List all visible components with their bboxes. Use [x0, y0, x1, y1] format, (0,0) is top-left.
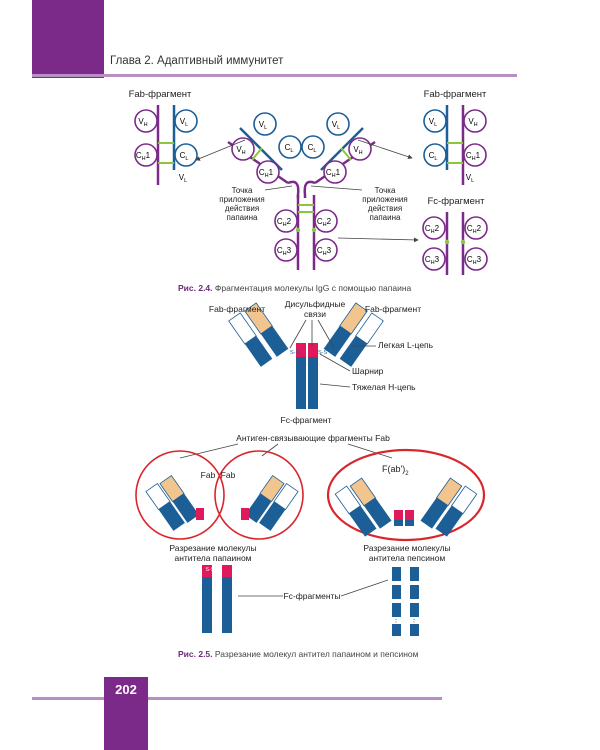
- svg-text:связи: связи: [304, 309, 326, 319]
- svg-text:действия: действия: [225, 204, 259, 213]
- fab-right-title: Fab-фрагмент: [424, 89, 487, 100]
- svg-text:Точка: Точка: [375, 186, 396, 195]
- svg-text:CL: CL: [429, 151, 438, 162]
- hinge-label: Шарнир: [352, 366, 384, 376]
- svg-text:VH: VH: [468, 117, 477, 128]
- svg-text:CL: CL: [308, 143, 317, 154]
- figure-2-5: S-S S-S Fab-фрагмент Fab-фрагмент Дисуль…: [135, 299, 486, 636]
- svg-text:VL: VL: [332, 120, 340, 131]
- svg-text:VH: VH: [353, 145, 362, 156]
- svg-text:Fab: Fab: [221, 470, 236, 480]
- svg-text:папаина: папаина: [370, 213, 401, 222]
- svg-text:CH3: CH3: [425, 255, 440, 266]
- svg-text:CH1: CH1: [136, 151, 151, 162]
- fc-label: Fc-фрагмент: [281, 415, 332, 425]
- svg-text:VL: VL: [466, 173, 474, 184]
- light-chain-label: Легкая L-цепь: [378, 340, 434, 350]
- svg-text:CH3: CH3: [317, 246, 332, 257]
- fc-fragments-label: Fc-фрагменты: [283, 591, 340, 601]
- fab-left-title: Fab-фрагмент: [129, 89, 192, 100]
- svg-text:VL: VL: [180, 117, 188, 128]
- svg-text:Fab: Fab: [201, 470, 216, 480]
- svg-text:антитела папаином: антитела папаином: [174, 553, 251, 563]
- svg-text:CH1: CH1: [326, 168, 341, 179]
- header-rule: [32, 74, 517, 77]
- svg-text:VH: VH: [236, 145, 245, 156]
- svg-text:CH2: CH2: [425, 224, 440, 235]
- svg-text:S-S: S-S: [290, 350, 300, 356]
- svg-text:CH3: CH3: [277, 246, 292, 257]
- antigen-binding-label: Антиген-связывающие фрагменты Fab: [236, 433, 390, 443]
- antibody-top: S-S S-S: [228, 302, 384, 409]
- svg-text:CL: CL: [180, 151, 189, 162]
- svg-text:S-S: S-S: [318, 350, 328, 356]
- caption-2-4: Рис. 2.4. Фрагментация молекулы IgG с по…: [178, 283, 412, 293]
- svg-text:CH1: CH1: [259, 168, 274, 179]
- fab-left-label: Fab-фрагмент: [209, 304, 265, 314]
- footer-rule: [32, 697, 442, 700]
- svg-text:Разрезание молекулы: Разрезание молекулы: [363, 543, 450, 553]
- svg-text:Точка: Точка: [232, 186, 253, 195]
- svg-text:антитела пепсином: антитела пепсином: [369, 553, 446, 563]
- svg-text:⋮: ⋮: [392, 615, 400, 624]
- svg-text:CH2: CH2: [467, 224, 482, 235]
- svg-text:CH3: CH3: [467, 255, 482, 266]
- svg-text:Разрезание молекулы: Разрезание молекулы: [169, 543, 256, 553]
- svg-text:папаина: папаина: [227, 213, 258, 222]
- page-tab: [104, 677, 148, 750]
- svg-text:Дисульфидные: Дисульфидные: [285, 299, 346, 309]
- svg-text:VL: VL: [259, 120, 267, 131]
- svg-text:F(ab')2: F(ab')2: [382, 464, 409, 477]
- papain-label-left: Точка приложения действия папаина: [219, 186, 264, 222]
- svg-text:CL: CL: [285, 143, 294, 154]
- igg-molecule: VL CL VH CH1 VL CL VH CH1 CH2 CH2 CH3 CH…: [227, 112, 376, 270]
- figure-2-4: Fab-фрагмент VH VL CH1 CL VL Fab-фрагмен…: [129, 89, 488, 275]
- svg-text:CH2: CH2: [277, 217, 292, 228]
- svg-text:S-S: S-S: [205, 567, 215, 573]
- heavy-chain-label: Тяжелая Н-цепь: [352, 382, 416, 392]
- svg-text:действия: действия: [368, 204, 402, 213]
- svg-text:VH: VH: [138, 117, 147, 128]
- svg-text:⋮: ⋮: [410, 615, 418, 624]
- svg-text:CH2: CH2: [317, 217, 332, 228]
- caption-2-5: Рис. 2.5. Разрезание молекул антител пап…: [178, 649, 419, 659]
- svg-text:приложения: приложения: [362, 195, 407, 204]
- fab-right-label: Fab-фрагмент: [365, 304, 421, 314]
- papain-label-right: Точка приложения действия папаина: [362, 186, 407, 222]
- page-number: 202: [115, 682, 137, 697]
- chapter-tab: [32, 0, 104, 78]
- svg-text:VL: VL: [429, 117, 437, 128]
- svg-text:VL: VL: [179, 173, 187, 184]
- fc-title: Fc-фрагмент: [428, 196, 486, 207]
- svg-text:приложения: приложения: [219, 195, 264, 204]
- svg-text:CH1: CH1: [466, 151, 481, 162]
- running-head: Глава 2. Адаптивный иммунитет: [110, 55, 284, 67]
